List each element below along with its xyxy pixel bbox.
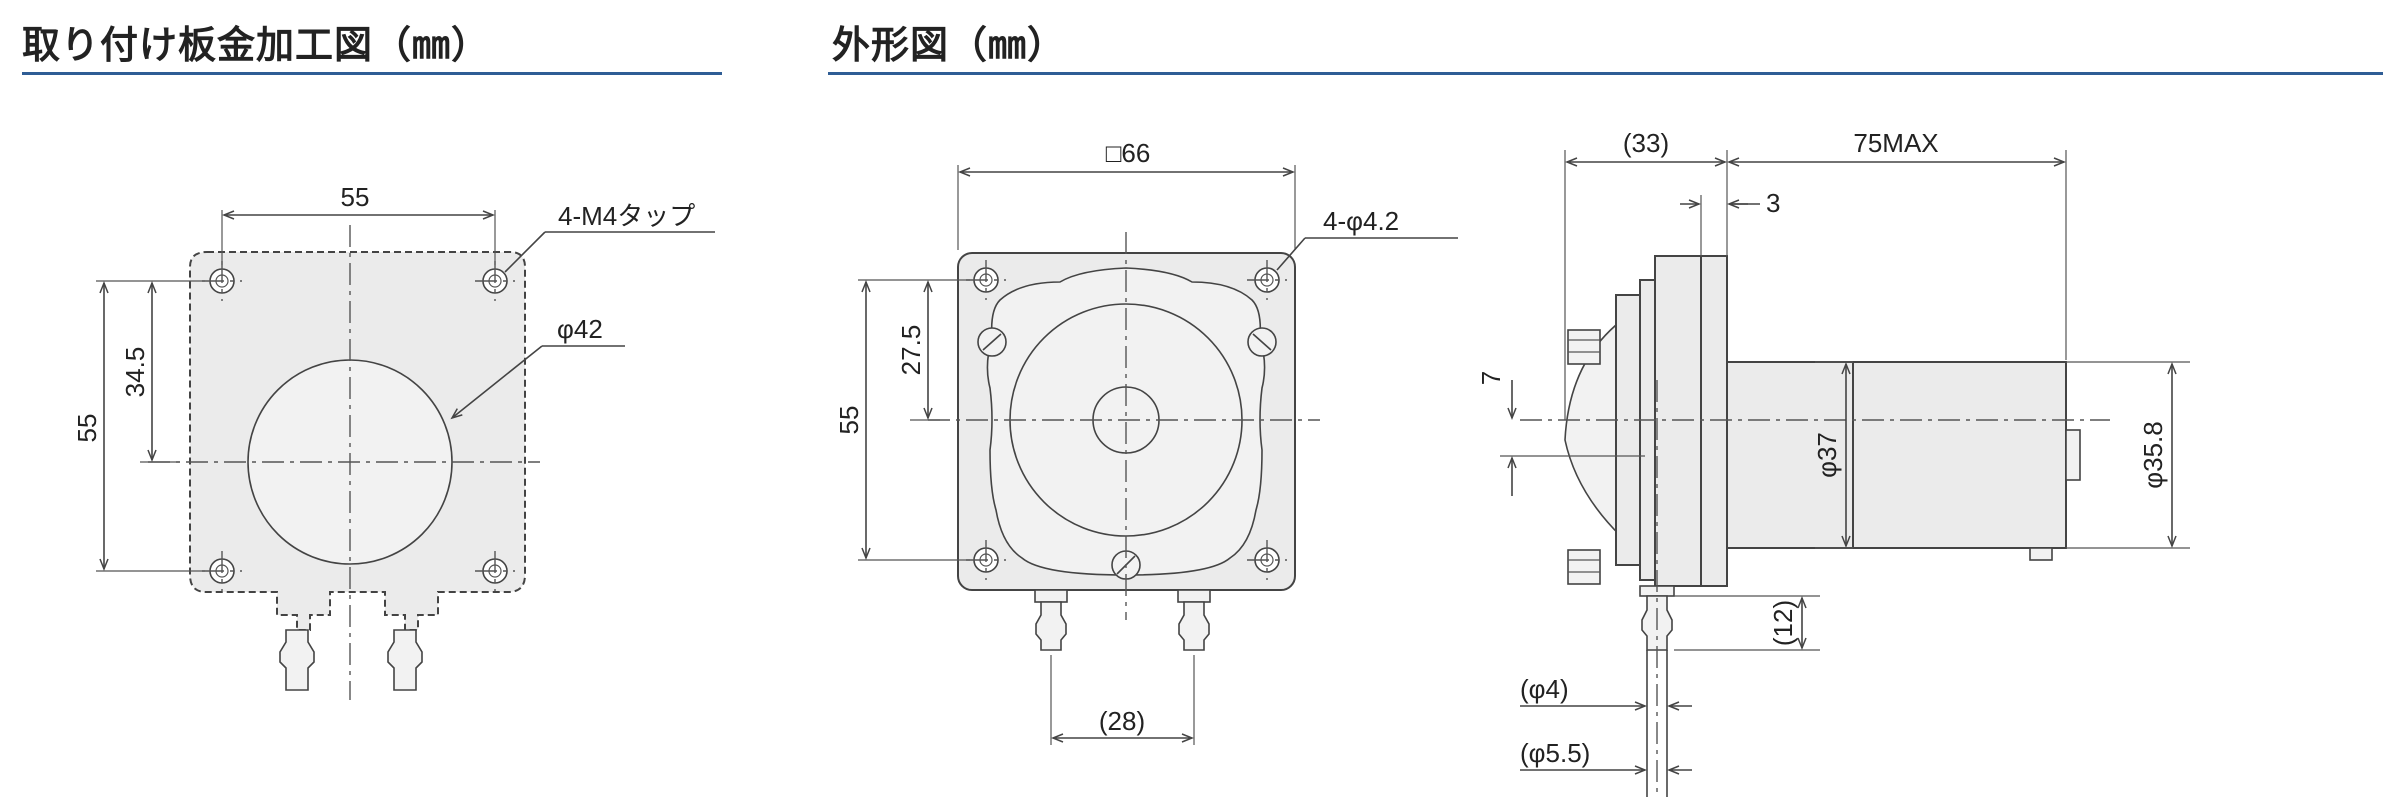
front-center-height-dim: 27.5	[896, 325, 926, 376]
side-motor-body	[1852, 361, 2067, 549]
offset-dim: 7	[1476, 371, 1506, 385]
body-diameter-dim: φ35.8	[2138, 421, 2168, 488]
tap-label: 4-M4タップ	[558, 201, 695, 231]
left-tube-collar	[1034, 589, 1068, 603]
mount-hole-label: 4-φ4.2	[1323, 206, 1399, 236]
tube-inner-dim: (φ4)	[1520, 674, 1569, 704]
motor-length-dim: 75MAX	[1853, 128, 1938, 158]
side-upper-fitting	[1567, 329, 1601, 365]
mounting-title-rule	[22, 72, 722, 75]
outline-title-rule	[828, 72, 2383, 75]
side-motor-endcap	[2065, 429, 2081, 481]
right-tube	[1178, 601, 1210, 651]
head-depth-dim: (33)	[1623, 128, 1669, 158]
pump-side-view: (33) 75MAX 3 7 φ37 φ35.8 (12) (φ4) (φ5.5…	[1476, 128, 2190, 797]
side-motor-front	[1726, 361, 1854, 549]
tube-pitch-dim: (28)	[1099, 706, 1145, 736]
tube-length-dim: (12)	[1768, 600, 1798, 646]
side-motor-terminal	[2029, 547, 2053, 561]
hole-diameter-label: φ42	[557, 314, 603, 344]
front-hole-pitch-dim: 55	[834, 406, 864, 435]
left-nozzle	[279, 629, 315, 691]
side-head-body	[1700, 255, 1728, 587]
mounting-width-dim: 55	[341, 182, 370, 212]
outline-section-title: 外形図（㎜）	[832, 23, 1067, 67]
side-lower-fitting	[1567, 549, 1601, 585]
tube-outer-dim: (φ5.5)	[1520, 738, 1590, 768]
mounting-section-title: 取り付け板金加工図（㎜）	[22, 23, 491, 67]
mounting-plate-drawing: 55 55 34.5 4-M4タップ φ42	[72, 182, 715, 700]
mounting-center-height-dim: 34.5	[120, 347, 150, 398]
mounting-height-dim: 55	[72, 414, 102, 443]
flange-thickness-dim: 3	[1766, 188, 1780, 218]
left-tube	[1035, 601, 1067, 651]
side-head-flange	[1654, 255, 1702, 587]
right-nozzle	[387, 629, 423, 691]
right-tube-collar	[1177, 589, 1211, 603]
motor-diameter-dim: φ37	[1812, 432, 1842, 478]
pump-front-view: □66 55 27.5 4-φ4.2 (28)	[834, 138, 1458, 745]
front-square-dim: □66	[1106, 138, 1151, 168]
